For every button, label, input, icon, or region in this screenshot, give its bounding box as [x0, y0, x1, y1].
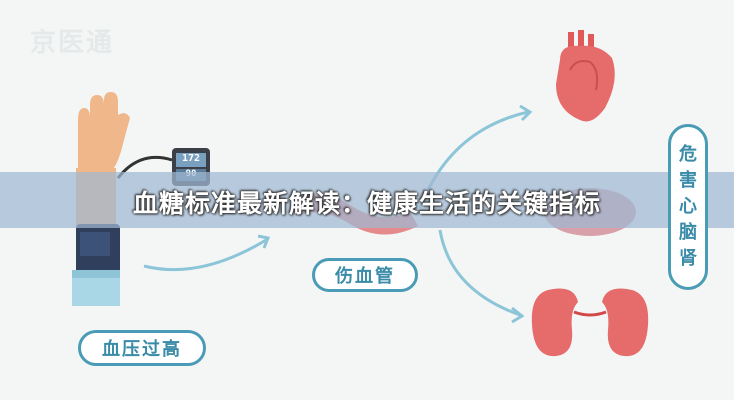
danger-char: 脑 [679, 222, 697, 243]
heart-illustration [556, 30, 615, 122]
meter-reading-top: 172 [181, 153, 201, 164]
label-vessel-damage: 伤血管 [312, 258, 418, 292]
danger-char: 心 [679, 196, 697, 217]
danger-char: 危 [679, 144, 697, 165]
banner-title: 血糖标准最新解读：健康生活的关键指标 [132, 189, 601, 218]
kidneys-illustration [531, 288, 649, 357]
danger-char: 肾 [679, 248, 697, 269]
danger-char: 害 [679, 170, 697, 191]
watermark-logo: 京医通 [30, 28, 115, 58]
title-banner [0, 172, 734, 228]
label-danger-organs: 危 害 心 脑 肾 [668, 124, 708, 290]
label-high-blood-pressure: 血压过高 [78, 330, 206, 366]
